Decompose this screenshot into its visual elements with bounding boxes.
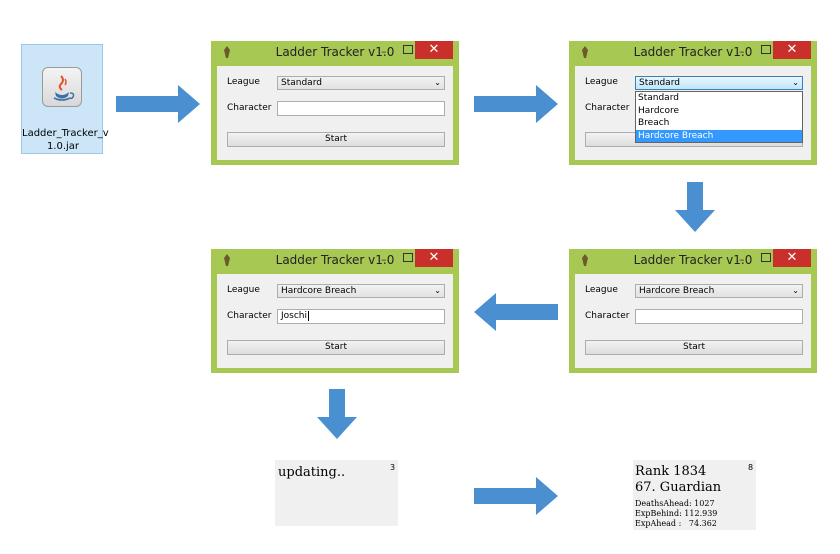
minimize-button[interactable]: – [739, 253, 745, 266]
close-button[interactable]: ✕ [773, 41, 811, 59]
flow-arrow-right [116, 85, 200, 123]
chevron-down-icon: ⌄ [434, 286, 441, 295]
start-button[interactable]: Start [227, 340, 445, 355]
window-client: League Hardcore Breach ⌄ Character Joschi… [217, 274, 453, 368]
league-value: Hardcore Breach [281, 286, 357, 296]
minimize-button[interactable]: – [381, 45, 387, 58]
flow-arrow-down [675, 182, 715, 232]
app-icon [224, 46, 230, 58]
window-client: League Hardcore Breach ⌄ Character Start [575, 274, 811, 368]
league-select[interactable]: Hardcore Breach ⌄ [277, 284, 445, 298]
league-value: Hardcore Breach [639, 286, 715, 296]
minimize-button[interactable]: – [739, 45, 745, 58]
title-bar[interactable]: Ladder Tracker v1.0 – ✕ [569, 249, 817, 271]
league-select[interactable]: Standard ⌄ [277, 76, 445, 90]
character-input[interactable]: Joschi [277, 309, 445, 324]
window-title: Ladder Tracker v1.0 [275, 253, 395, 267]
flow-arrow-left [474, 293, 558, 331]
stat-deaths-ahead: DeathsAhead: 1027 [635, 499, 715, 508]
league-option[interactable]: Hardcore [638, 105, 680, 116]
character-value: Joschi [281, 311, 308, 321]
start-button[interactable]: Start [227, 132, 445, 147]
app-icon [582, 46, 588, 58]
stat-exp-ahead: ExpAhead : 74.362 [635, 519, 717, 528]
league-value: Standard [639, 78, 680, 88]
league-label: League [227, 77, 260, 87]
maximize-button[interactable] [403, 253, 413, 262]
chevron-down-icon: ⌄ [792, 286, 799, 295]
result-counter: 8 [748, 463, 754, 472]
window-step-4: Ladder Tracker v1.0 – ✕ League Hardcore … [211, 249, 459, 373]
window-client: League Standard⌄ Character Start Standar… [575, 66, 811, 160]
league-select[interactable]: Hardcore Breach ⌄ [635, 284, 803, 298]
app-icon [582, 254, 588, 266]
character-label: Character [227, 311, 272, 321]
close-button[interactable]: ✕ [415, 41, 453, 59]
league-option-selected[interactable]: Hardcore Breach [636, 129, 802, 142]
maximize-button[interactable] [403, 45, 413, 54]
flow-arrow-right [474, 85, 558, 123]
league-label: League [585, 285, 618, 295]
start-button[interactable]: Start [585, 340, 803, 355]
league-select[interactable]: Standard ⌄ [635, 76, 803, 90]
window-title: Ladder Tracker v1.0 [633, 45, 753, 59]
maximize-button[interactable] [761, 45, 771, 54]
chevron-down-icon: ⌄ [792, 78, 799, 87]
window-title: Ladder Tracker v1.0 [275, 45, 395, 59]
character-input[interactable] [277, 101, 445, 116]
output-result-panel: Rank 1834 67. Guardian 8 DeathsAhead: 10… [633, 460, 756, 530]
minimize-button[interactable]: – [381, 253, 387, 266]
league-label: League [585, 77, 618, 87]
updating-text: updating.. [278, 465, 346, 480]
character-label: Character [585, 311, 630, 321]
chevron-down-icon: ⌄ [434, 78, 441, 87]
maximize-button[interactable] [761, 253, 771, 262]
title-bar[interactable]: Ladder Tracker v1.0 – ✕ [211, 41, 459, 63]
window-step-3: Ladder Tracker v1.0 – ✕ League Hardcore … [569, 249, 817, 373]
character-input[interactable] [635, 309, 803, 324]
league-value: Standard [281, 78, 322, 88]
character-label: Character [227, 103, 272, 113]
app-icon [224, 254, 230, 266]
output-updating-panel: updating.. 3 [275, 460, 398, 526]
window-step-1: Ladder Tracker v1.0 – ✕ League Standard ⌄… [211, 41, 459, 165]
league-option[interactable]: Breach [638, 118, 670, 128]
update-counter: 3 [390, 463, 396, 472]
stat-exp-behind: ExpBehind: 112.939 [635, 509, 718, 518]
close-button[interactable]: ✕ [773, 249, 811, 267]
close-button[interactable]: ✕ [415, 249, 453, 267]
league-dropdown-list: Standard Hardcore Breach Hardcore Breach [635, 91, 803, 143]
window-client: League Standard ⌄ Character Start [217, 66, 453, 160]
title-bar[interactable]: Ladder Tracker v1.0 – ✕ [569, 41, 817, 63]
character-label: Character [585, 103, 630, 113]
text-cursor [308, 311, 310, 321]
flow-arrow-down [317, 389, 357, 439]
league-option[interactable]: Standard [638, 93, 679, 103]
class-text: 67. Guardian [635, 480, 722, 495]
flow-arrow-right [474, 477, 558, 515]
league-label: League [227, 285, 260, 295]
rank-text: Rank 1834 [635, 464, 707, 479]
window-step-2: Ladder Tracker v1.0 – ✕ League Standard ⌄… [569, 41, 817, 165]
title-bar[interactable]: Ladder Tracker v1.0 – ✕ [211, 249, 459, 271]
window-title: Ladder Tracker v1.0 [633, 253, 753, 267]
java-icon [42, 67, 82, 107]
